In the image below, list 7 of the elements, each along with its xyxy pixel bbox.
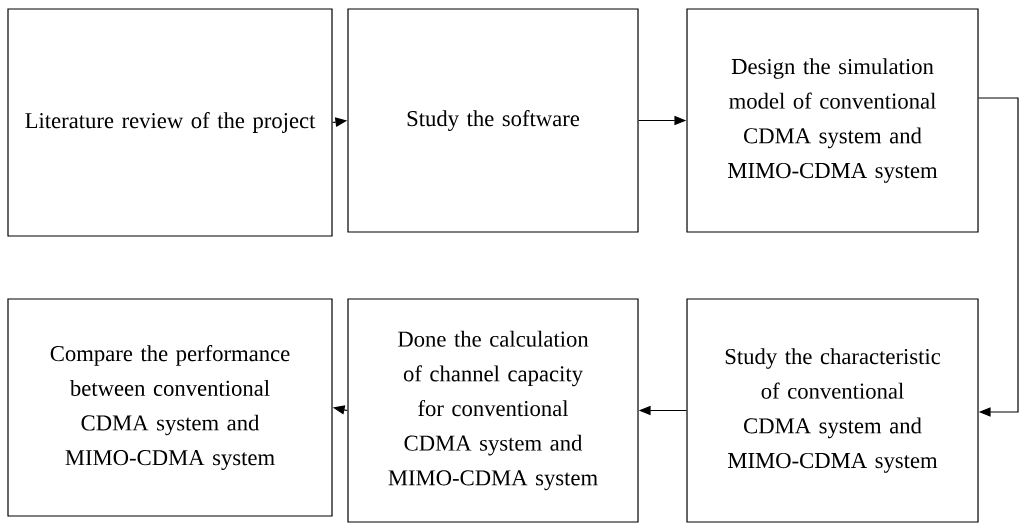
process-box: Literature review of the project xyxy=(7,8,333,237)
process-box: Done the calculation of channel capacity for conventional CDMA system and MIMO-CDMA system xyxy=(347,298,639,523)
process-box: Study the software xyxy=(347,8,639,233)
process-box: Study the characteristic of conventional CDMA system and MIMO-CDMA system xyxy=(686,298,979,523)
arrow xyxy=(978,97,1019,417)
process-box: Compare the performance between conventional CDMA system and MIMO-CDMA system xyxy=(7,298,333,517)
process-box: Design the simulation model of conventional CDMA system and MIMO-CDMA system xyxy=(686,8,979,233)
